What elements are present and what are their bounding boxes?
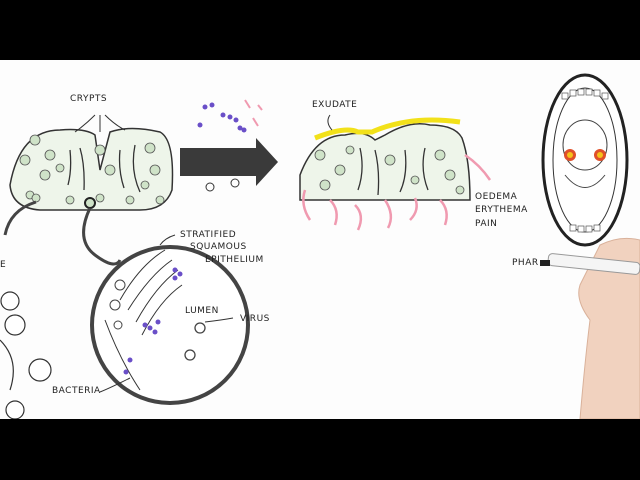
label-squamous: SQUAMOUS	[190, 242, 247, 252]
label-crypts: CRYPTS	[70, 94, 108, 104]
presenter-hand	[540, 237, 640, 419]
pathogens-floating	[197, 99, 263, 192]
label-epithelium: EPITHELIUM	[205, 255, 264, 265]
magnified-view	[90, 234, 250, 405]
label-exudate: EXUDATE	[312, 100, 358, 110]
label-edge-e: E	[0, 260, 7, 270]
drawing-canvas	[0, 73, 640, 419]
label-pain: PAIN	[475, 219, 498, 229]
inflamed-tonsil-tissue	[299, 114, 492, 231]
whiteboard: CRYPTS EXUDATE OEDEMA ERYTHEMA PAIN STRA…	[0, 60, 640, 419]
label-phar: PHAR	[512, 258, 539, 268]
edge-cells	[0, 291, 52, 419]
label-erythema: ERYTHEMA	[475, 205, 528, 215]
progression-arrow	[180, 138, 278, 186]
label-bacteria: BACTERIA	[52, 386, 101, 396]
normal-tonsil-tissue	[3, 114, 174, 266]
label-lumen: LUMEN	[185, 306, 219, 316]
label-stratified: STRATIFIED	[180, 230, 237, 240]
label-virus: VIRUS	[240, 314, 270, 324]
label-oedema: OEDEMA	[475, 192, 518, 202]
open-mouth-drawing	[541, 73, 629, 247]
